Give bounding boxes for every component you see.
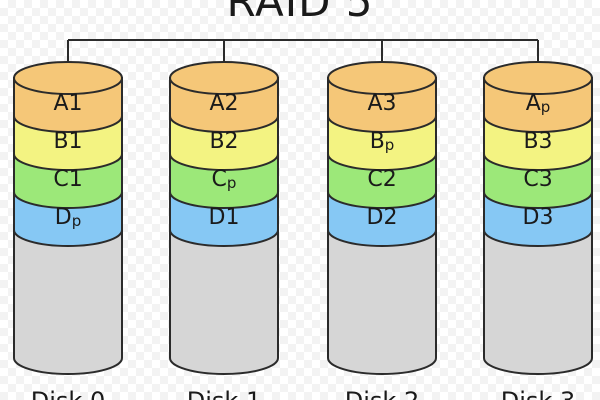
block-label: A3 [367, 91, 396, 116]
block-label: C1 [53, 167, 82, 192]
bus-connector [67, 39, 539, 78]
block-label: A1 [53, 91, 82, 116]
disk-free-space [483, 229, 593, 375]
block-label: A2 [209, 91, 238, 116]
block-label: C3 [523, 167, 552, 192]
disk-free-space [327, 229, 437, 375]
disk-free-space [13, 229, 123, 375]
block-label: B2 [209, 129, 238, 154]
disk-top [327, 61, 437, 95]
block-label: D3 [523, 205, 554, 230]
disk-top [13, 61, 123, 95]
block-label: Dp [55, 205, 81, 230]
disk-label-3: Disk 3 [468, 386, 600, 400]
disk-label-0: Disk 0 [0, 386, 138, 400]
diagram-title: RAID 5 [226, 0, 374, 26]
block-label: B3 [523, 129, 552, 154]
block-label: B1 [53, 129, 82, 154]
disk-free-space [169, 229, 279, 375]
disk-label-2: Disk 2 [312, 386, 452, 400]
block-label: D2 [367, 205, 398, 230]
disk-top [483, 61, 593, 95]
block-label: C2 [367, 167, 396, 192]
disk-top [169, 61, 279, 95]
block-label: Bp [370, 129, 395, 154]
block-label: Cp [212, 167, 237, 192]
block-label: D1 [209, 205, 240, 230]
disk-label-1: Disk 1 [154, 386, 294, 400]
block-label: Ap [526, 91, 551, 116]
